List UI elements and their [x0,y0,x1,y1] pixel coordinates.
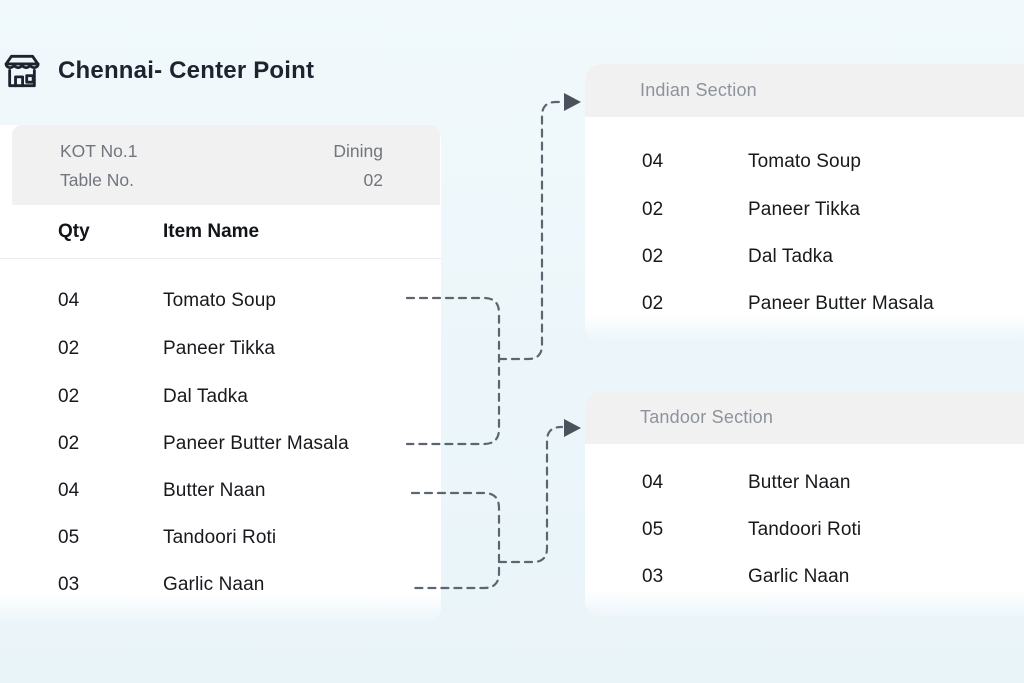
item-qty: 02 [58,338,80,359]
kot-item-row: 04 Tomato Soup [0,287,441,315]
item-name: Tomato Soup [163,290,277,311]
item-qty: 04 [642,472,664,493]
item-name: Paneer Butter Masala [748,293,934,314]
item-qty: 03 [58,574,80,595]
item-qty: 02 [58,386,80,407]
brand-header: Chennai- Center Point [2,52,314,90]
kot-item-row: 05 Tandoori Roti [0,524,441,552]
kot-item-row: 02 Dal Tadka [0,383,441,411]
item-qty: 05 [58,527,80,548]
item-qty: 02 [642,199,664,220]
item-name: Paneer Butter Masala [163,433,349,454]
item-name: Butter Naan [748,472,851,493]
kot-column-headers: Qty Item Name [0,205,441,259]
section-item-row: 02 Paneer Butter Masala [585,290,1024,318]
indian-arrowhead-icon [564,93,581,111]
item-name: Tandoori Roti [163,527,277,548]
kot-table-number: 02 [363,170,383,190]
section-item-row: 05 Tandoori Roti [585,516,1024,544]
section-title: Indian Section [640,80,757,100]
item-name: Paneer Tikka [748,199,861,220]
section-item-row: 03 Garlic Naan [585,563,1024,591]
section-title: Tandoor Section [640,407,774,427]
kot-number: KOT No.1 [60,141,138,161]
item-name: Garlic Naan [748,566,850,587]
page-title: Chennai- Center Point [58,57,315,84]
item-qty: 03 [642,566,664,587]
indian-connector-line [497,100,564,361]
item-name: Garlic Naan [163,574,265,595]
kot-item-row: 04 Butter Naan [0,477,441,505]
kot-item-row: 02 Paneer Tikka [0,335,441,363]
item-qty: 02 [642,246,664,267]
kot-header: KOT No.1 Dining Table No. 02 [12,125,440,205]
kot-table-label: Table No. [60,170,134,190]
kot-item-row: 03 Garlic Naan [0,571,441,599]
item-name: Dal Tadka [163,386,249,407]
tandoor-connector-line [497,425,564,564]
tandoor-section-header: Tandoor Section [585,391,1024,444]
kot-service-type: Dining [333,141,383,161]
item-qty: 02 [58,433,80,454]
item-name: Tandoori Roti [748,519,862,540]
section-item-row: 02 Dal Tadka [585,243,1024,271]
item-name: Dal Tadka [748,246,834,267]
item-qty: 04 [58,290,80,311]
item-qty: 05 [642,519,664,540]
qty-column-header: Qty [58,220,90,242]
item-qty: 04 [58,480,80,501]
section-item-row: 02 Paneer Tikka [585,196,1024,224]
indian-section-header: Indian Section [585,64,1024,117]
item-column-header: Item Name [163,220,260,242]
tandoor-arrowhead-icon [564,419,581,437]
kot-item-row: 02 Paneer Butter Masala [0,430,441,458]
card-bottom-fade [585,589,1024,617]
storefront-icon [2,52,42,90]
item-qty: 04 [642,151,664,172]
item-name: Paneer Tikka [163,338,276,359]
item-name: Tomato Soup [748,151,862,172]
section-item-row: 04 Butter Naan [585,469,1024,497]
section-item-row: 04 Tomato Soup [585,148,1024,176]
card-bottom-fade [585,314,1024,342]
item-qty: 02 [642,293,664,314]
item-name: Butter Naan [163,480,266,501]
